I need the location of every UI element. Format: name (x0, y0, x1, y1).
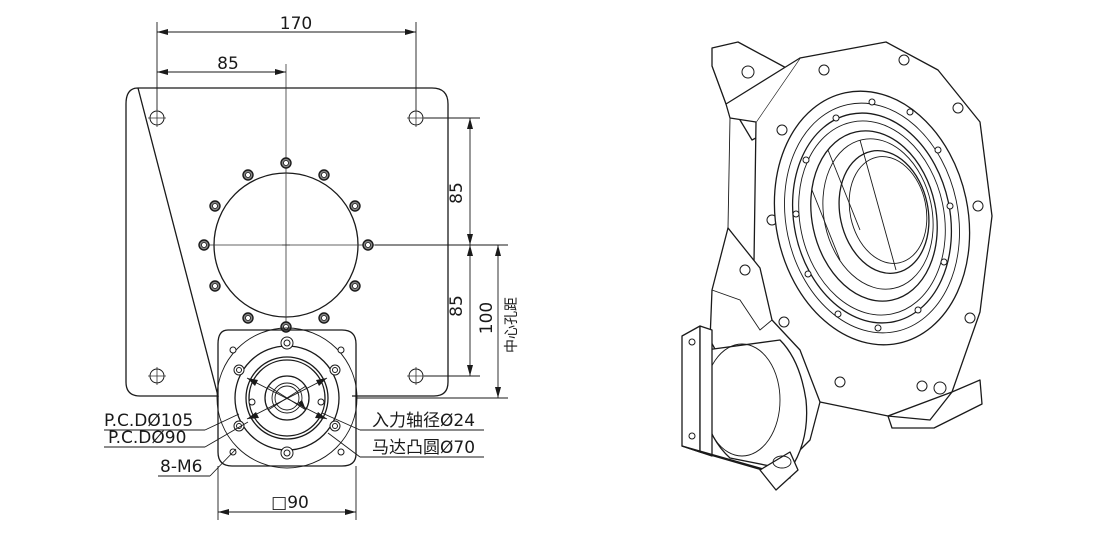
isometric-view (681, 41, 993, 491)
dim-center-distance-label: 中心孔距 (504, 297, 520, 353)
dimension-100 (495, 245, 501, 398)
front-view: 170 85 85 85 (104, 14, 520, 520)
callout-leaders-left (104, 413, 249, 477)
dimension-85-upper (467, 118, 473, 245)
dim-half-width-text: 85 (217, 54, 239, 74)
dimension-85-horizontal (157, 69, 286, 75)
dim-lower-offset-text: 85 (447, 295, 467, 317)
callout-pcd-105: P.C.DØ105 (104, 411, 193, 431)
ring-bolt-holes (792, 98, 954, 332)
bore-bolt-holes (198, 157, 374, 333)
dim-plate-width-text: 170 (280, 14, 312, 34)
dim-upper-offset-text: 85 (447, 182, 467, 204)
dim-center-distance-text: 100 (477, 302, 497, 334)
callout-input-shaft: 入力轴径Ø24 (372, 411, 475, 431)
output-bearing (773, 90, 971, 346)
dimension-square-90 (217, 466, 357, 520)
plate-corner-holes (148, 109, 425, 385)
mounting-plate-outline (125, 87, 449, 397)
dimension-85-lower (467, 245, 473, 376)
callout-bolts: 8-M6 (160, 457, 202, 477)
motor-flange (216, 327, 358, 469)
callout-motor-spigot: 马达凸圆Ø70 (372, 438, 475, 458)
dimension-170 (156, 22, 417, 110)
callout-leaders-right (321, 412, 484, 458)
dim-flange-square-text: □90 (271, 493, 309, 513)
callout-pcd-90: P.C.DØ90 (108, 428, 186, 448)
